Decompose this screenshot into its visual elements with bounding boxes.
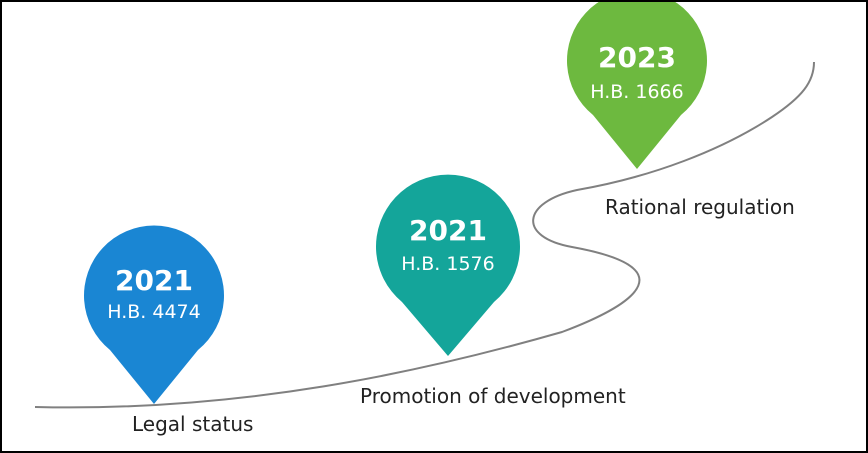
milestone-bill: H.B. 4474 [107, 301, 200, 323]
timeline-curve [34, 61, 815, 409]
map-pin-icon [376, 174, 520, 356]
milestone-bill: H.B. 1666 [590, 81, 683, 103]
map-pin-icon [84, 225, 225, 404]
milestone-marker-2: 2021 H.B. 1576 [376, 174, 520, 356]
milestone-label-legal-status: Legal status [132, 412, 254, 436]
milestone-year: 2023 [598, 41, 676, 74]
milestone-marker-1: 2021 H.B. 4474 [84, 225, 225, 404]
milestone-label-promotion: Promotion of development [360, 384, 626, 408]
map-pin-icon [567, 2, 707, 169]
milestone-label-rational-regulation: Rational regulation [605, 195, 795, 219]
milestone-year: 2021 [409, 214, 487, 247]
milestone-bill: H.B. 1576 [401, 253, 494, 275]
milestone-marker-3: 2023 H.B. 1666 [567, 2, 707, 169]
milestone-year: 2021 [115, 264, 193, 297]
